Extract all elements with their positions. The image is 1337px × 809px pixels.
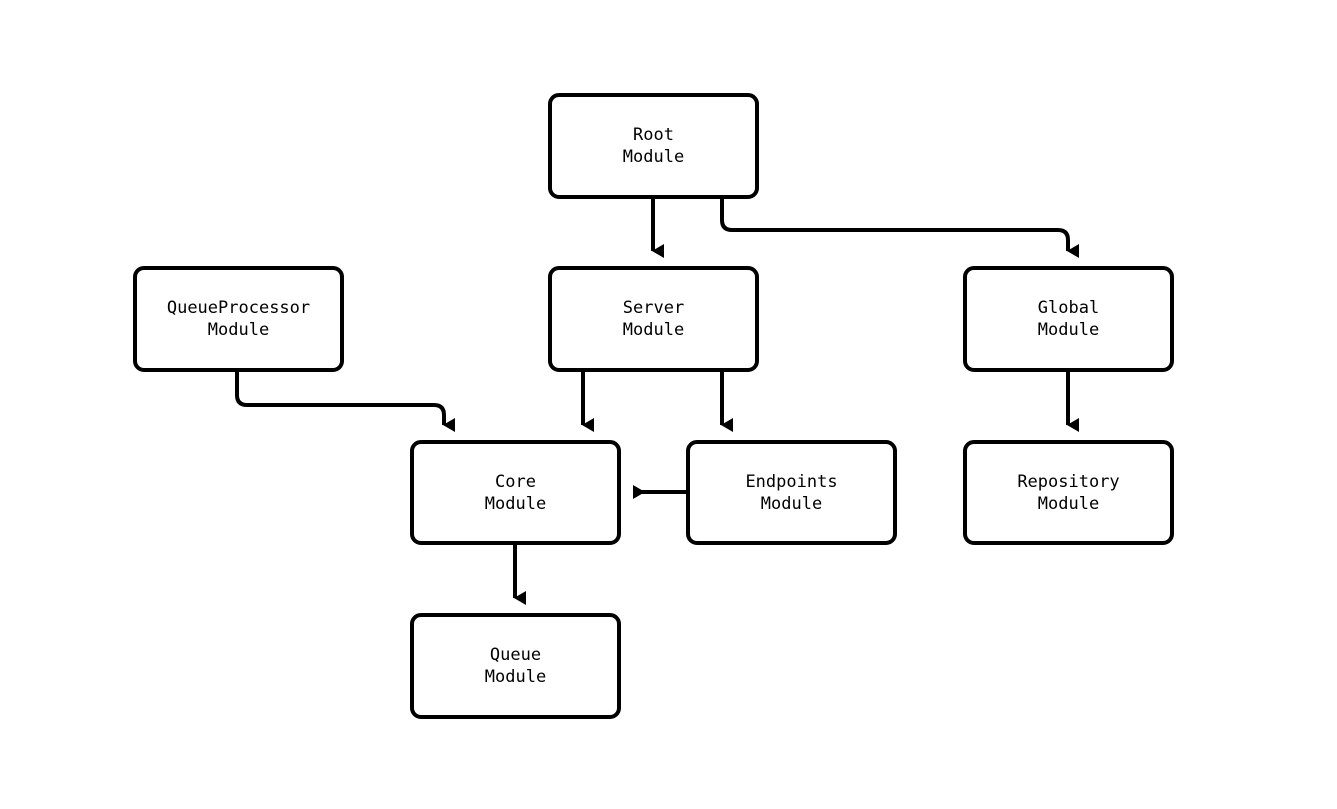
node-server-module-label-line1: Server (622, 298, 685, 318)
node-server-module-label-line2: Module (622, 320, 685, 340)
edge-root-to-global (720, 199, 1079, 258)
node-core-module[interactable]: Core Module (410, 440, 621, 545)
node-queueprocessor-module-label-line1: QueueProcessor (166, 298, 311, 318)
node-global-module-label-line1: Global (1037, 298, 1100, 318)
node-global-module-label-line2: Module (1037, 320, 1100, 340)
node-queue-module-label-line1: Queue (489, 645, 542, 665)
node-endpoints-module-label-line1: Endpoints (745, 471, 838, 492)
node-endpoints-module[interactable]: Endpoints Module (686, 440, 897, 545)
node-root-module-label-line1: Root (633, 125, 674, 145)
node-root-module[interactable]: Root Module (548, 93, 759, 199)
node-global-module[interactable]: Global Module (963, 266, 1174, 372)
node-core-module-label-line1: Core (495, 471, 536, 492)
node-queueprocessor-module-label-line2: Module (207, 320, 270, 340)
node-queueprocessor-module[interactable]: QueueProcessor Module (133, 266, 344, 372)
node-repository-module-label-line2: Module (1037, 493, 1100, 514)
node-repository-module[interactable]: Repository Module (963, 440, 1174, 545)
node-root-module-label-line2: Module (622, 147, 685, 167)
node-queue-module-label-line2: Module (484, 667, 547, 687)
node-core-module-label-line2: Module (484, 493, 547, 514)
edge-queueprocessor-to-core (235, 372, 455, 432)
node-endpoints-module-label-line2: Module (760, 493, 823, 514)
node-server-module[interactable]: Server Module (548, 266, 759, 372)
node-repository-module-label-line1: Repository (1017, 471, 1120, 492)
node-queue-module[interactable]: Queue Module (410, 613, 621, 719)
